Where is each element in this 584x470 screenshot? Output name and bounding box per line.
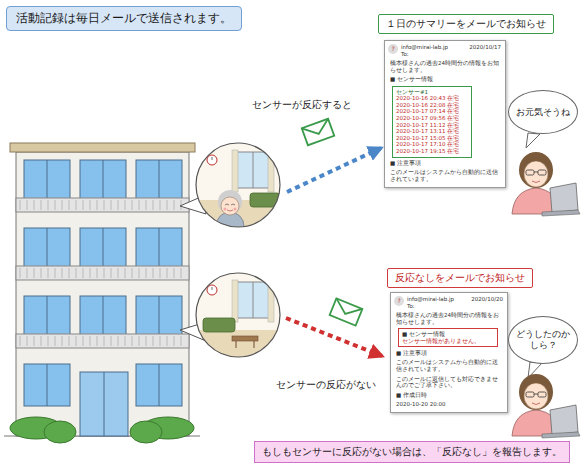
highlight-box: ■ センサー情報センサー情報がありません。 [398, 328, 498, 347]
node-text: 2020-10-16 20:43 在宅 [396, 95, 468, 102]
speech-bubble: どうしたのかしら？ [508, 316, 578, 364]
highlight-box: センサー#12020-10-16 20:43 在宅2020-10-16 22:0… [392, 86, 472, 158]
node-text: このメールに返信しても対応できませんのでご了承下さい。 [396, 376, 502, 390]
node-text: 2020-10-17 09:56 在宅 [396, 115, 468, 122]
summary-tag: １日のサマリーをメールでお知らせ [378, 14, 554, 34]
node-text: 2020/10/17 [469, 44, 501, 51]
caption-text: もしもセンサーに反応がない場合は、「反応なし」を報告します。 [262, 446, 562, 457]
node-text: To: [401, 51, 409, 58]
node-text: 橋本様さんの過去24時間分の情報をお知らせします。 [390, 60, 500, 74]
node-text: 2020-10-17 07:14 在宅 [396, 108, 468, 115]
node-text: 2020-10-17 13:11 在宅 [396, 128, 468, 135]
node-text: ? [394, 296, 404, 306]
node-text: このメールはシステムから自動的に送信されています。 [396, 359, 502, 373]
email-card: ?info@mirai-lab.jp 2020/10/17To: 橋本様さんの過去2… [384, 40, 506, 188]
speech-bubble: お元気そうね [508, 90, 578, 134]
node-text: ? [388, 44, 398, 54]
email-card: ?info@mirai-lab.jp 2020/10/20To: 橋本様さんの過去2… [390, 292, 508, 413]
arrow-label: センサーの反応がない [276, 378, 376, 392]
node-text: お元気そうね [516, 107, 570, 118]
title-box: 活動記録は毎日メールで送信されます。 [6, 6, 242, 31]
node-text: To: [407, 303, 415, 310]
alert-tag: 反応なしをメールでお知らせ [387, 268, 533, 288]
node-text: 2020-10-20 20:00 [396, 401, 502, 408]
node-text: 2020/10/20 [471, 296, 503, 303]
node-text: このメールはシステムから自動的に送信されています。 [390, 169, 500, 183]
node-text: ■ センサー情報 [402, 331, 494, 338]
node-text: １日のサマリーをメールでお知らせ [386, 17, 546, 31]
node-text: 2020-10-17 19:15 在宅 [396, 148, 468, 155]
node-text: ■ センサー情報 [390, 76, 500, 83]
node-text: 2020-10-17 15:05 在宅 [396, 135, 468, 142]
node-text: 2020-10-16 22:08 在宅 [396, 102, 468, 109]
node-text: 反応なしをメールでお知らせ [395, 271, 525, 285]
node-text: info@mirai-lab.jp [407, 296, 454, 303]
node-text: info@mirai-lab.jp [401, 44, 448, 51]
node-text: センサー#1 [396, 89, 468, 96]
node-text: 橋本様さんの過去24時間分の情報をお知らせします。 [396, 312, 502, 326]
caption-box: もしもセンサーに反応がない場合は、「反応なし」を報告します。 [254, 441, 570, 463]
arrow-label: センサーが反応すると [252, 98, 352, 112]
title-text: 活動記録は毎日メールで送信されます。 [16, 11, 232, 25]
node-text: どうしたのかしら？ [513, 329, 573, 351]
node-text: ■ 作成日時 [396, 392, 502, 399]
node-text: センサー情報がありません。 [402, 338, 494, 345]
node-text: 2020-10-17 17:10 在宅 [396, 141, 468, 148]
node-text: ■ 注意事項 [390, 160, 500, 167]
node-text: 2020-10-17 11:12 在宅 [396, 122, 468, 129]
node-text: ■ 注意事項 [396, 350, 502, 357]
